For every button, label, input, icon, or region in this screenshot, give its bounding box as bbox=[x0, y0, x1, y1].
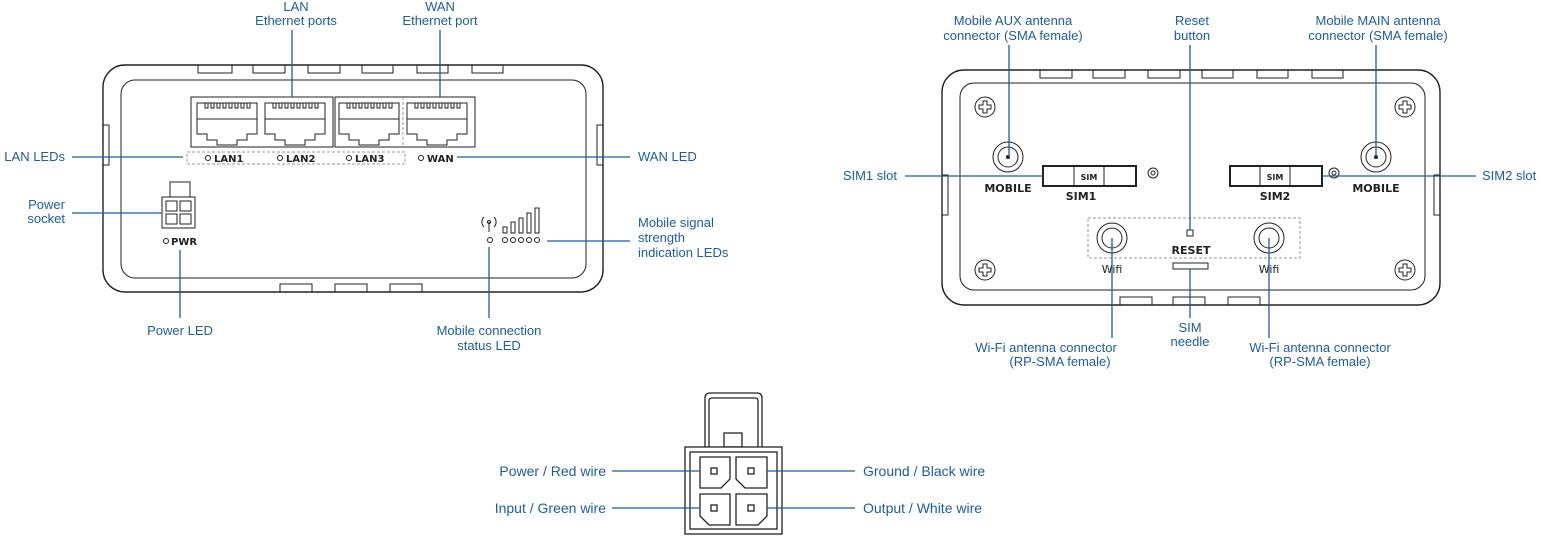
back-enclosure-tabs bbox=[942, 70, 1440, 305]
lan-ports-label-2: Ethernet ports bbox=[255, 13, 337, 28]
mobile-aux-connector bbox=[992, 141, 1024, 173]
lan-port-block bbox=[190, 96, 334, 148]
enclosure-tabs bbox=[103, 65, 603, 292]
mobile-signal-label-2: strength bbox=[638, 230, 685, 245]
lan1-label: LAN1 bbox=[214, 154, 243, 165]
antenna-icon bbox=[481, 216, 497, 232]
power-connector-icon bbox=[161, 181, 196, 229]
power-led bbox=[163, 238, 169, 244]
mobile-main-label-2: connector (SMA female) bbox=[1308, 28, 1447, 43]
output-pin-label: Output / White wire bbox=[863, 500, 982, 516]
wan-port-block bbox=[334, 96, 476, 148]
front-callouts: LAN Ethernet ports WAN Ethernet port LAN… bbox=[4, 0, 729, 353]
wan-label: WAN bbox=[427, 154, 454, 165]
mobile-right-label: MOBILE bbox=[1352, 182, 1399, 195]
screw-icon bbox=[974, 96, 996, 118]
indicator-ring bbox=[1147, 167, 1340, 179]
rj45-port-icon bbox=[406, 102, 468, 146]
front-face bbox=[120, 79, 587, 279]
sim1-tag: SIM bbox=[1081, 173, 1098, 182]
mobile-signal-label-3: indication LEDs bbox=[638, 245, 729, 260]
mobile-main-label: Mobile MAIN antenna bbox=[1315, 13, 1441, 28]
sim-needle-label-2: needle bbox=[1170, 334, 1209, 349]
lan3-led: LAN3 bbox=[346, 154, 384, 165]
sim-needle-label: SIM bbox=[1178, 320, 1201, 335]
lan2-led: LAN2 bbox=[277, 154, 315, 165]
pin-output bbox=[735, 493, 768, 526]
lan-ports-label: LAN bbox=[283, 0, 308, 14]
input-pin-label: Input / Green wire bbox=[495, 500, 606, 516]
sim2-tag: SIM bbox=[1267, 173, 1284, 182]
power-pin-label: Power / Red wire bbox=[499, 463, 606, 479]
back-callouts: Mobile AUX antenna connector (SMA female… bbox=[843, 13, 1537, 369]
front-enclosure bbox=[102, 64, 604, 293]
reset-callout-label-2: button bbox=[1174, 28, 1210, 43]
wifi-left-callout-2: (RP-SMA female) bbox=[1009, 354, 1110, 369]
pin-power bbox=[699, 456, 731, 489]
wifi-right-callout-2: (RP-SMA female) bbox=[1269, 354, 1370, 369]
wan-led: WAN bbox=[418, 154, 454, 165]
lan3-label: LAN3 bbox=[355, 154, 384, 165]
mobile-status-label-2: status LED bbox=[457, 338, 521, 353]
screw-icon bbox=[974, 259, 996, 281]
sim2-slot-label: SIM2 slot bbox=[1482, 168, 1537, 183]
signal-strength-leds bbox=[502, 237, 540, 243]
sim1-label: SIM1 bbox=[1066, 190, 1097, 203]
wan-led-label: WAN LED bbox=[638, 149, 697, 164]
sim2-label: SIM2 bbox=[1260, 190, 1291, 203]
mobile-status-led bbox=[487, 237, 493, 243]
wifi-right-callout: Wi-Fi antenna connector bbox=[1249, 340, 1391, 355]
rj45-port-icon bbox=[196, 102, 258, 146]
front-panel: LAN1 LAN2 LAN3 WAN PWR bbox=[102, 64, 604, 293]
power-connector-detail bbox=[684, 392, 783, 535]
screw-icon bbox=[1394, 96, 1416, 118]
ground-pin-label: Ground / Black wire bbox=[863, 463, 985, 479]
wifi-left-callout: Wi-Fi antenna connector bbox=[975, 340, 1117, 355]
signal-bars-icon bbox=[502, 207, 540, 234]
reset-callout-label: Reset bbox=[1175, 13, 1209, 28]
reset-label: RESET bbox=[1172, 244, 1211, 257]
mobile-left-label: MOBILE bbox=[984, 182, 1031, 195]
wan-port-label: WAN bbox=[425, 0, 455, 14]
wan-port-label-2: Ethernet port bbox=[402, 13, 478, 28]
screw-icon bbox=[1394, 259, 1416, 281]
power-socket-label-2: socket bbox=[27, 211, 65, 226]
lan-leds-label: LAN LEDs bbox=[4, 149, 65, 164]
pin-input bbox=[699, 493, 731, 526]
rj45-port-icon bbox=[264, 102, 326, 146]
lan1-led: LAN1 bbox=[205, 154, 243, 165]
back-face bbox=[959, 82, 1426, 291]
pwr-label: PWR bbox=[171, 237, 197, 248]
back-panel: MOBILE MOBILE SIM SIM SIM1 SIM2 Wifi Wif… bbox=[941, 69, 1441, 306]
power-connector-callouts: Power / Red wire Input / Green wire Grou… bbox=[495, 463, 986, 516]
mobile-status-label: Mobile connection bbox=[437, 323, 542, 338]
mobile-aux-label: Mobile AUX antenna bbox=[954, 13, 1073, 28]
sim1-slot-label: SIM1 slot bbox=[843, 168, 898, 183]
power-socket-label: Power bbox=[28, 197, 66, 212]
wifi-reset-group bbox=[1087, 217, 1301, 259]
mobile-aux-label-2: connector (SMA female) bbox=[943, 28, 1082, 43]
back-enclosure bbox=[941, 69, 1441, 306]
power-led-label: Power LED bbox=[147, 323, 213, 338]
mobile-signal-label: Mobile signal bbox=[638, 215, 714, 230]
connector-latch bbox=[704, 392, 763, 447]
rj45-port-icon bbox=[338, 102, 400, 146]
lan2-label: LAN2 bbox=[286, 154, 315, 165]
pin-ground bbox=[735, 456, 768, 489]
